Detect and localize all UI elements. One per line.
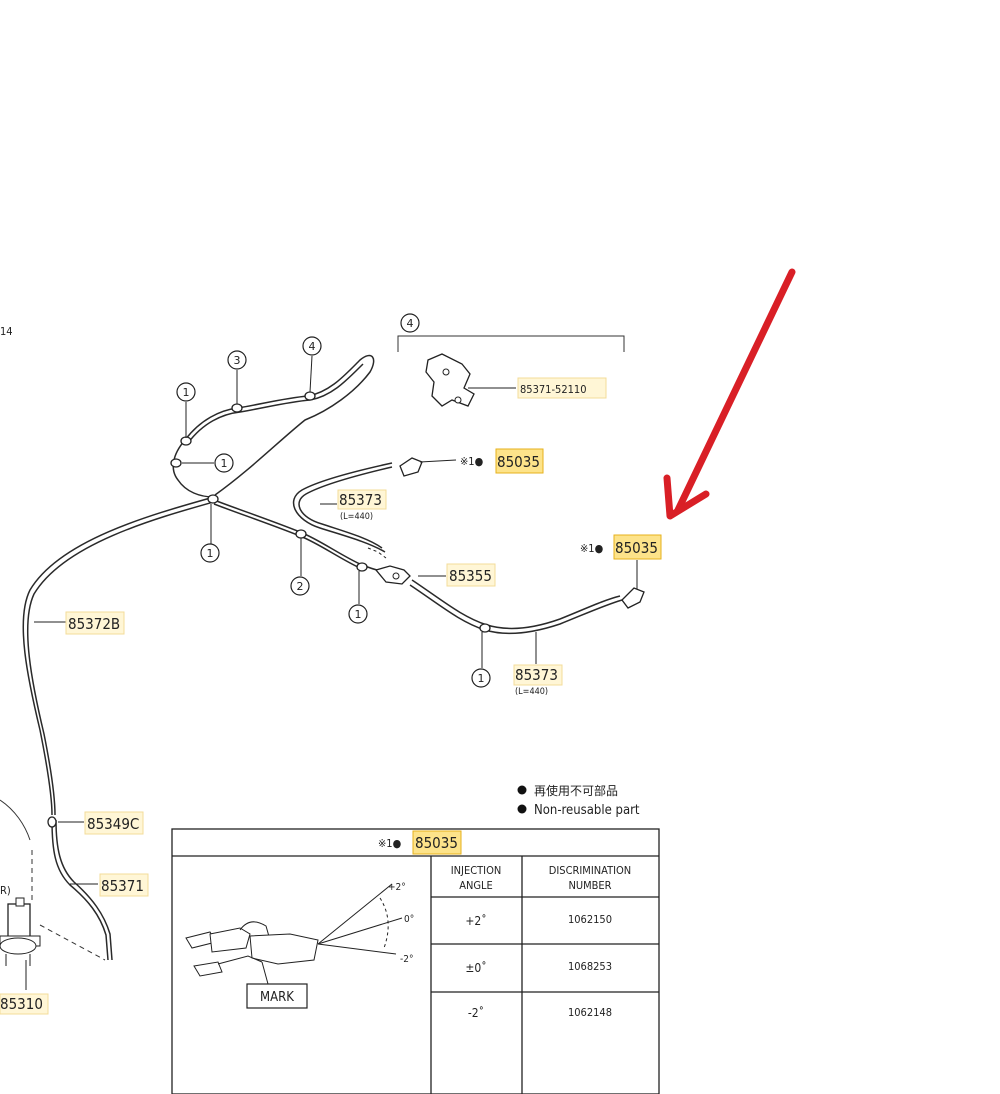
- col-angle-header-2: ANGLE: [459, 879, 493, 892]
- legend-en: Non-reusable part: [534, 803, 640, 818]
- col-number-header-2: NUMBER: [568, 879, 611, 892]
- part-label-14: 14: [0, 325, 13, 338]
- part-label-85371-52110: 85371-52110: [520, 383, 587, 396]
- row-angle: -2˚: [468, 1005, 484, 1020]
- legend: 再使用不可部品 Non-reusable part: [517, 783, 640, 818]
- legend-jp: 再使用不可部品: [534, 783, 618, 798]
- callout-r: R): [0, 884, 11, 897]
- connector-85355-icon: [367, 547, 411, 585]
- injection-angle-table: ※1● 85035 INJECTION ANGLE DISCRIMINATION…: [171, 828, 660, 1094]
- table-header-code: 85035: [415, 834, 458, 852]
- mark-label: MARK: [260, 990, 294, 1005]
- col-number-header: DISCRIMINATION: [549, 864, 631, 877]
- row-number: 1062148: [568, 1006, 612, 1019]
- angle-minus-label: -2°: [400, 954, 413, 965]
- prefix-mark: ※1●: [580, 542, 604, 555]
- bracket-85371-52110-icon: [425, 353, 475, 407]
- svg-text:1: 1: [221, 457, 228, 470]
- col-angle-header: INJECTION: [451, 864, 502, 877]
- angle-plus-label: +2°: [388, 882, 406, 893]
- part-labels: 14 85371-52110 ※1● 85035 85373 (L=440) ※…: [0, 325, 662, 1015]
- angle-zero-label: 0°: [404, 914, 414, 925]
- row-angle: +2˚: [465, 913, 486, 928]
- svg-text:4: 4: [309, 340, 316, 353]
- row-number: 1068253: [568, 960, 612, 973]
- part-label-85035-right: 85035: [615, 539, 658, 557]
- length-label-lower: (L=440): [515, 687, 548, 697]
- svg-text:1: 1: [478, 672, 485, 685]
- prefix-mark: ※1●: [460, 455, 484, 468]
- callout-leaders: [25, 355, 638, 990]
- part-label-85310: 85310: [0, 995, 43, 1013]
- red-arrow-annotation: [663, 268, 796, 520]
- svg-text:3: 3: [234, 354, 241, 367]
- svg-text:4: 4: [407, 317, 414, 330]
- hose-clamps: [47, 391, 491, 828]
- group-bracket: [397, 335, 625, 352]
- part-label-85355: 85355: [449, 567, 492, 585]
- part-label-85373-lower: 85373: [515, 666, 558, 684]
- callout-circles: 1 1 3 4 4 1 2 1 1: [176, 313, 491, 688]
- table-prefix: ※1●: [378, 837, 402, 850]
- part-label-85349c: 85349C: [87, 815, 139, 833]
- svg-text:2: 2: [297, 580, 304, 593]
- nozzle-upper-icon: [399, 457, 457, 477]
- part-label-85371: 85371: [101, 877, 144, 895]
- svg-text:1: 1: [207, 547, 214, 560]
- svg-text:1: 1: [183, 386, 190, 399]
- row-angle: ±0˚: [465, 960, 486, 975]
- part-label-85373-upper: 85373: [339, 491, 382, 509]
- part-label-85372b: 85372B: [68, 615, 120, 633]
- part-label-85035-upper: 85035: [497, 453, 540, 471]
- washer-pump-icon: [0, 897, 41, 966]
- nozzle-right-icon: [621, 587, 645, 609]
- length-label-upper: (L=440): [340, 512, 373, 522]
- nozzle-angle-sketch: +2° 0° -2° MARK: [185, 882, 414, 1009]
- svg-text:1: 1: [355, 608, 362, 621]
- row-number: 1062150: [568, 913, 612, 926]
